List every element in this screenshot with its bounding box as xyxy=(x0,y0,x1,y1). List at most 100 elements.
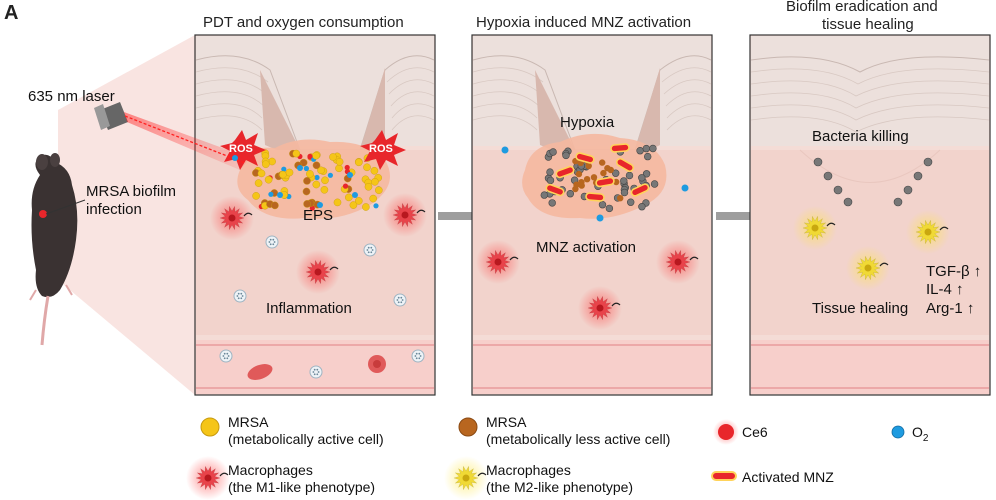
dead-bacterium xyxy=(913,171,923,181)
legend-mrsa-less-line1: MRSA xyxy=(486,414,527,430)
biofilm-cell xyxy=(329,153,337,161)
m2-macrophage-tail xyxy=(879,262,889,267)
legend-m2-line2: (the M2-like phenotype) xyxy=(486,479,634,495)
bacterium-gray xyxy=(650,180,659,188)
dead-bacterium xyxy=(823,171,833,181)
biofilm-cell xyxy=(583,176,591,183)
laser-label: 635 nm laser xyxy=(28,88,115,105)
biofilm-cell xyxy=(303,177,311,185)
tissue-healing-label: Tissue healing xyxy=(812,300,909,317)
immune-granule xyxy=(223,352,226,355)
biofilm-cell xyxy=(364,182,373,191)
eps-label: EPS xyxy=(303,207,334,224)
bacterium-gray xyxy=(642,144,650,153)
immune-granule xyxy=(273,241,276,243)
m1-macrophage-tail xyxy=(329,266,339,271)
biofilm-cell xyxy=(285,168,294,177)
bacterium-gray xyxy=(540,191,548,199)
laser-device xyxy=(94,102,250,170)
mnz-rod xyxy=(585,192,605,202)
immune-granule xyxy=(240,292,243,295)
biofilm-cell xyxy=(363,163,371,172)
immune-granule xyxy=(400,296,403,299)
immune-granule xyxy=(414,355,417,357)
biofilm-cell xyxy=(333,198,342,207)
o2-dot xyxy=(232,155,238,161)
immune-granule xyxy=(415,357,418,360)
immune-granule xyxy=(237,292,240,295)
immune-granule xyxy=(370,251,373,254)
immune-granule xyxy=(366,249,369,251)
biofilm-cell xyxy=(279,170,287,179)
red-blood-cell-center xyxy=(373,360,381,368)
biofilm-cell xyxy=(268,191,274,197)
immune-cell xyxy=(309,365,323,379)
immune-granule xyxy=(237,297,240,300)
bacterium-gray xyxy=(548,199,556,207)
biofilm-cell xyxy=(302,187,311,196)
immune-granule xyxy=(370,246,373,249)
mnz-rod xyxy=(615,157,635,173)
bacterium-gray xyxy=(546,168,554,176)
biofilm-cell xyxy=(371,177,379,186)
biofilm-cell xyxy=(271,201,279,210)
biofilm-cell xyxy=(303,165,309,172)
immune-granule xyxy=(316,373,319,376)
biofilm-cell xyxy=(604,165,611,172)
immune-granule xyxy=(396,299,399,301)
immune-granule xyxy=(397,296,400,299)
legend-mrsa-active-line2: (metabolically active cell) xyxy=(228,431,384,447)
immune-granule xyxy=(269,243,272,246)
dead-bacterium xyxy=(843,197,853,207)
bacterium-gray xyxy=(620,177,628,185)
biofilm-cell xyxy=(362,203,370,211)
bacterium-gray xyxy=(566,190,574,198)
bacteria-killing-label: Bacteria killing xyxy=(812,128,909,145)
immune-granule xyxy=(313,368,316,371)
immune-granule xyxy=(419,355,422,357)
legend-m2-icon-nucleus xyxy=(462,474,470,482)
o2-dot xyxy=(317,202,323,208)
immune-cell xyxy=(363,243,377,257)
bacterium-gray xyxy=(562,151,570,160)
o2-dot xyxy=(681,184,689,192)
biofilm-cell xyxy=(292,149,301,158)
immune-granule xyxy=(272,238,275,241)
biofilm-cell xyxy=(374,186,383,194)
infection-label-line2: infection xyxy=(86,201,142,218)
immune-granule xyxy=(312,371,315,373)
biofilm-cell xyxy=(335,157,344,166)
immune-cell xyxy=(219,349,233,363)
panel-3-title-line1: Biofilm eradication and xyxy=(786,0,938,15)
immune-cell xyxy=(265,235,279,249)
bacterium-gray xyxy=(620,188,629,197)
dead-bacterium xyxy=(903,185,913,195)
bacterium-gray xyxy=(598,201,607,209)
immune-granule xyxy=(401,299,404,301)
legend-mnz: Activated MNZ xyxy=(742,469,834,485)
mnz-rod xyxy=(610,143,630,153)
biofilm-cell xyxy=(281,166,287,172)
m1-macrophage-tail xyxy=(611,302,621,307)
biofilm-cell xyxy=(254,179,263,187)
immune-granule xyxy=(272,243,275,246)
biofilm-panel-1 xyxy=(237,139,390,219)
legend-mrsa-active-icon xyxy=(200,417,220,437)
bacterium-gray xyxy=(649,144,657,153)
red-blood-cell xyxy=(247,364,273,380)
biofilm-cell xyxy=(370,166,379,175)
biofilm-cell xyxy=(303,200,311,208)
m1-macrophage-nucleus xyxy=(228,214,236,222)
biofilm-cell xyxy=(257,169,266,178)
biofilm-cell xyxy=(321,176,329,185)
biofilm-cell xyxy=(335,164,343,173)
biofilm-cell xyxy=(312,161,321,170)
biofilm-cell xyxy=(344,193,353,202)
immune-granule xyxy=(418,357,421,360)
immune-granule xyxy=(226,352,229,355)
bacterium-gray xyxy=(638,203,646,211)
m1-macrophage-nucleus xyxy=(674,258,682,266)
immune-granule xyxy=(269,238,272,241)
immune-granule xyxy=(418,352,421,355)
m1-macrophage-nucleus xyxy=(494,258,502,266)
